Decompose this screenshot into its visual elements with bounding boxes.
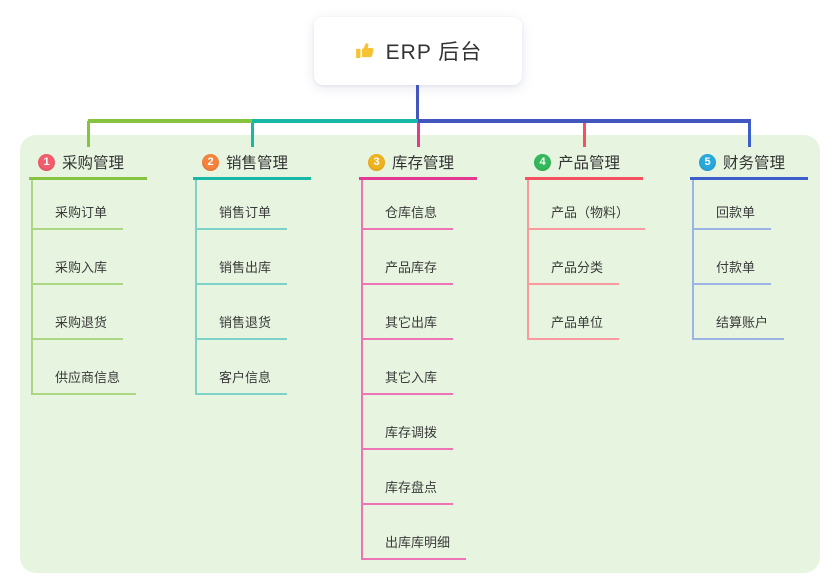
child-label: 其它出库 [363,312,454,340]
child-label: 产品（物料） [529,202,646,230]
child-node[interactable]: 库存盘点 [363,450,466,505]
child-node[interactable]: 产品单位 [529,285,645,340]
branch-children: 销售订单销售出库销售退货客户信息 [195,180,288,395]
child-node[interactable]: 付款单 [694,230,784,285]
branch-number-badge-icon: 1 [38,153,55,171]
child-label: 产品单位 [529,312,620,340]
child-node[interactable]: 其它出库 [363,285,466,340]
branch-drop-connector [250,121,254,147]
child-node[interactable]: 供应商信息 [33,340,137,395]
child-label: 销售订单 [197,202,288,230]
root-title: ERP 后台 [385,41,483,64]
child-node[interactable]: 销售订单 [197,180,288,230]
branch-number-badge-icon: 2 [202,153,219,171]
child-node[interactable]: 产品（物料） [529,180,646,230]
branch-drop-connector [416,121,420,147]
branch-label: 采购管理 [62,155,125,172]
child-label: 采购退货 [33,312,124,340]
branch-number-badge-icon: 4 [534,153,551,171]
child-label: 产品库存 [363,257,454,285]
branch-topic-node[interactable]: 1 采购管理 [29,147,147,180]
child-label: 销售退货 [197,312,288,340]
child-label: 仓库信息 [363,202,454,230]
child-node[interactable]: 产品分类 [529,230,645,285]
thumbs-up-icon [354,40,376,62]
child-node[interactable]: 销售出库 [197,230,288,285]
child-node[interactable]: 采购入库 [33,230,136,285]
child-label: 销售出库 [197,257,288,285]
branch-drop-connector [86,121,90,147]
child-node[interactable]: 销售退货 [197,285,288,340]
branch-label: 产品管理 [558,155,621,172]
branch-number-badge-icon: 5 [699,153,716,171]
child-label: 采购入库 [33,257,124,285]
child-label: 结算账户 [694,312,785,340]
branch-children: 仓库信息产品库存其它出库其它入库库存调拨库存盘点出库库明细 [361,180,467,560]
child-node[interactable]: 采购退货 [33,285,136,340]
bus-segment [88,119,252,123]
child-node[interactable]: 采购订单 [33,180,136,230]
child-node[interactable]: 客户信息 [197,340,288,395]
branch-label: 财务管理 [723,155,786,172]
child-node[interactable]: 结算账户 [694,285,785,340]
branch-label: 销售管理 [226,155,289,172]
branch-children: 采购订单采购入库采购退货供应商信息 [31,180,137,395]
branch-drop-connector [582,121,586,147]
child-node[interactable]: 库存调拨 [363,395,466,450]
branch-topic-node[interactable]: 3 库存管理 [359,147,477,180]
child-label: 产品分类 [529,257,620,285]
branch-topic-node[interactable]: 2 销售管理 [193,147,311,180]
child-label: 采购订单 [33,202,124,230]
mindmap-panel [20,135,820,573]
bus-segment [418,119,751,123]
child-label: 回款单 [694,202,772,230]
child-node[interactable]: 仓库信息 [363,180,466,230]
child-node[interactable]: 产品库存 [363,230,466,285]
root-node[interactable]: ERP 后台 [314,17,522,85]
child-node[interactable]: 其它入库 [363,340,466,395]
child-label: 客户信息 [197,367,288,395]
bus-segment [252,119,418,123]
branch-children: 产品（物料） 产品分类产品单位 [527,180,646,340]
branch-label: 库存管理 [392,155,455,172]
child-label: 库存盘点 [363,477,454,505]
root-stem-connector [415,85,419,123]
branch-children: 回款单付款单结算账户 [692,180,785,340]
child-label: 其它入库 [363,367,454,395]
child-node[interactable]: 出库库明细 [363,505,467,560]
child-label: 供应商信息 [33,367,137,395]
branch-topic-node[interactable]: 4 产品管理 [525,147,643,180]
child-label: 库存调拨 [363,422,454,450]
branch-drop-connector [747,121,751,147]
child-label: 付款单 [694,257,772,285]
branch-topic-node[interactable]: 5 财务管理 [690,147,808,180]
branch-number-badge-icon: 3 [368,153,385,171]
child-node[interactable]: 回款单 [694,180,784,230]
child-label: 出库库明细 [363,532,467,560]
